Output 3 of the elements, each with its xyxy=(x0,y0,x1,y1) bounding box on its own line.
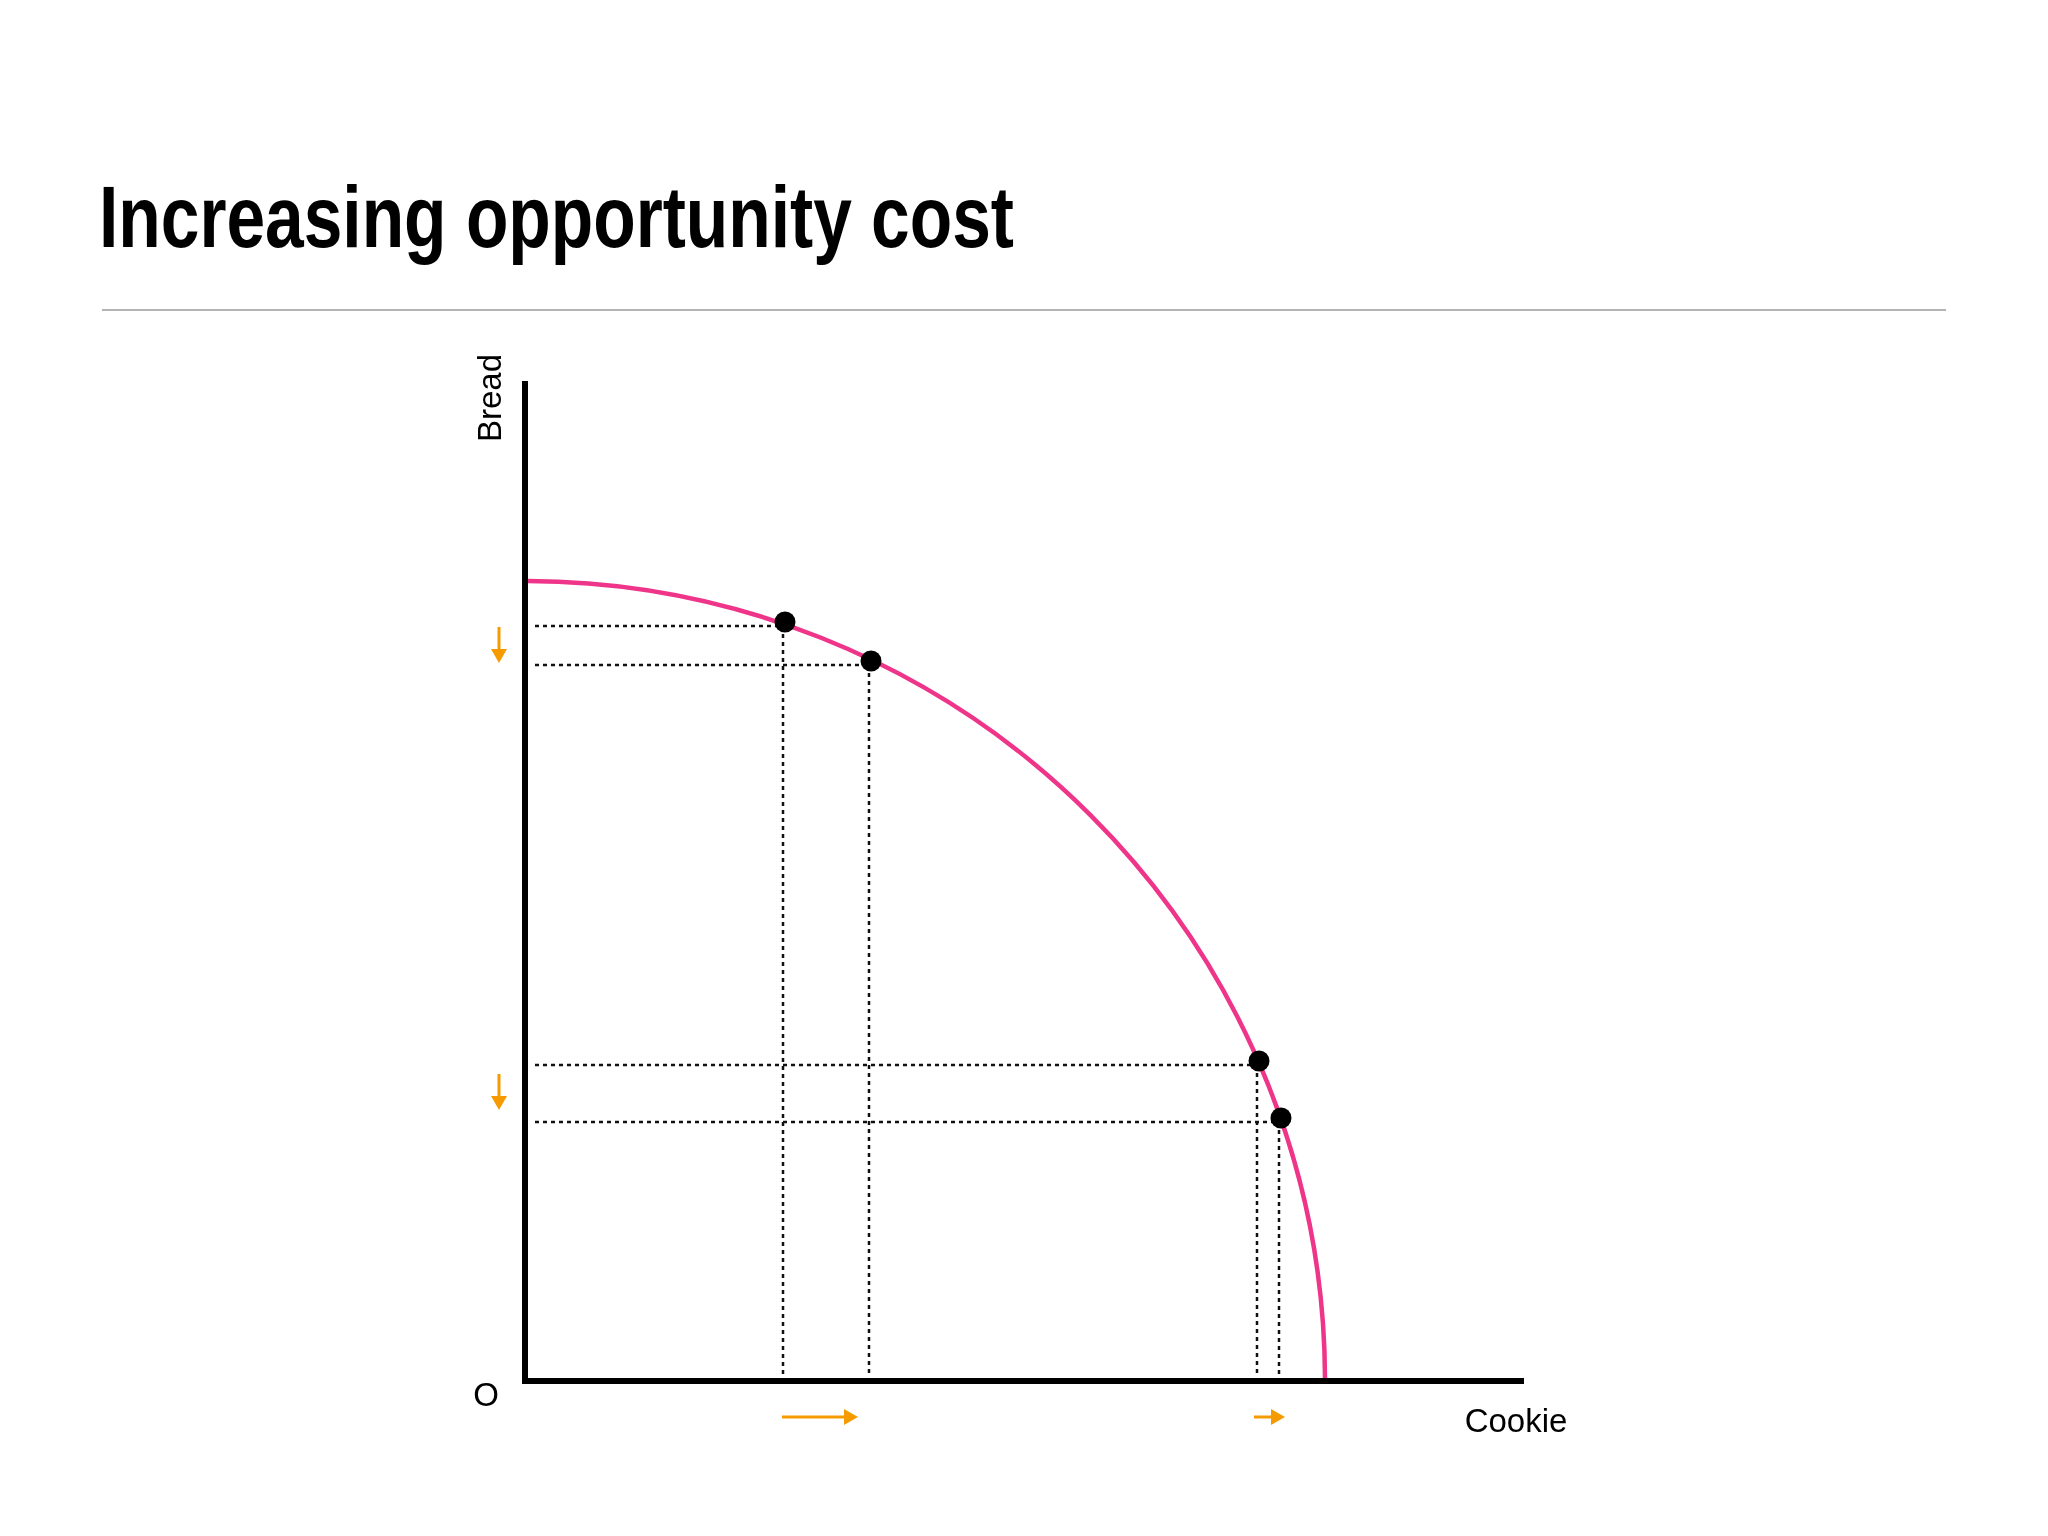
axis-label: Bread xyxy=(472,353,506,443)
axis-label: Cookie xyxy=(1464,1403,1568,1437)
origin-label: O xyxy=(473,1377,499,1411)
